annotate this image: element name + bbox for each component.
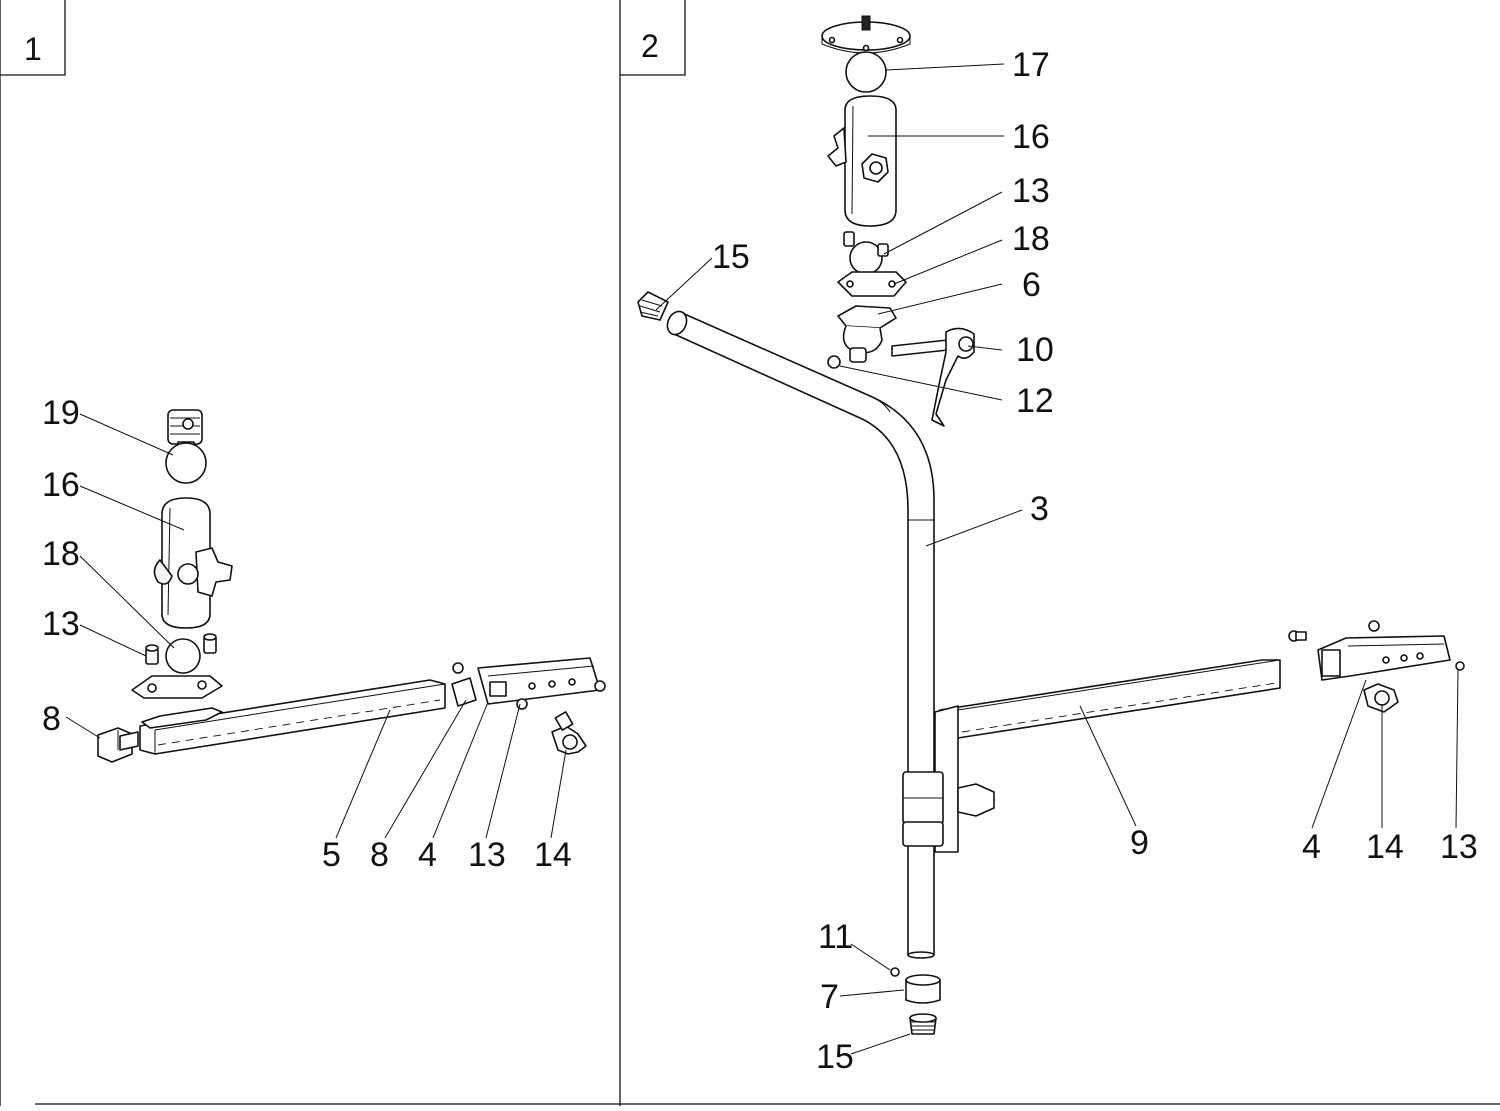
- panel-1-label: 1: [24, 31, 42, 67]
- callouts-panel-1: 19 16 18 13 8 5 8 4 13 14: [42, 394, 572, 874]
- panel-1-parts: [97, 409, 606, 763]
- callout-15: 15: [816, 1038, 854, 1076]
- part-round-plate: [821, 15, 911, 93]
- part-tube-plug-top: [637, 291, 669, 321]
- callout-13: 13: [468, 836, 506, 874]
- callout-5: 5: [322, 836, 341, 874]
- callout-13: 13: [1440, 828, 1478, 866]
- callout-9: 9: [1130, 824, 1149, 862]
- part-square-tube: [139, 679, 446, 755]
- callouts-panel-2: 17 16 13 18 6 10 12 15 3 9 4 14 13 11 7 …: [712, 46, 1478, 1076]
- part-clamp-block: [451, 657, 606, 710]
- part-quick-release: [891, 327, 975, 427]
- part-socket-arm-2: [827, 95, 897, 227]
- part-adapter-ball: [165, 409, 207, 484]
- part-clamp-block-2: [1288, 620, 1465, 713]
- callout-12: 12: [1016, 382, 1054, 420]
- panel-2-parts: [637, 15, 1465, 1035]
- callout-13: 13: [42, 605, 80, 643]
- callout-4: 4: [1302, 828, 1321, 866]
- callout-13: 13: [1012, 172, 1050, 210]
- callout-16: 16: [42, 466, 80, 504]
- callout-15: 15: [712, 238, 750, 276]
- callout-6: 6: [1022, 266, 1041, 304]
- callout-11: 11: [818, 918, 853, 956]
- part-bracket-clamp: [827, 305, 897, 369]
- callout-4: 4: [418, 836, 437, 874]
- part-ball-base-2: [837, 231, 907, 297]
- part-bent-tube: [666, 310, 935, 959]
- callout-14: 14: [1366, 828, 1404, 866]
- part-bottom-fittings: [890, 967, 941, 1035]
- callout-19: 19: [42, 394, 80, 432]
- callout-18: 18: [42, 535, 80, 573]
- callout-14: 14: [534, 836, 572, 874]
- part-base-ball: [131, 633, 223, 699]
- callout-7: 7: [820, 978, 839, 1016]
- panel-2-label: 2: [641, 28, 659, 64]
- callout-10: 10: [1016, 331, 1054, 369]
- callout-8: 8: [370, 836, 389, 874]
- callout-3: 3: [1030, 490, 1049, 528]
- part-end-cap: [97, 727, 139, 763]
- callout-17: 17: [1012, 46, 1050, 84]
- callout-8: 8: [42, 700, 61, 738]
- part-socket-arm: [153, 497, 233, 629]
- part-long-tube: [902, 659, 1281, 853]
- callout-16: 16: [1012, 118, 1050, 156]
- part-knob: [551, 711, 587, 755]
- callout-18: 18: [1012, 220, 1050, 258]
- leader-lines: [65, 63, 1459, 1055]
